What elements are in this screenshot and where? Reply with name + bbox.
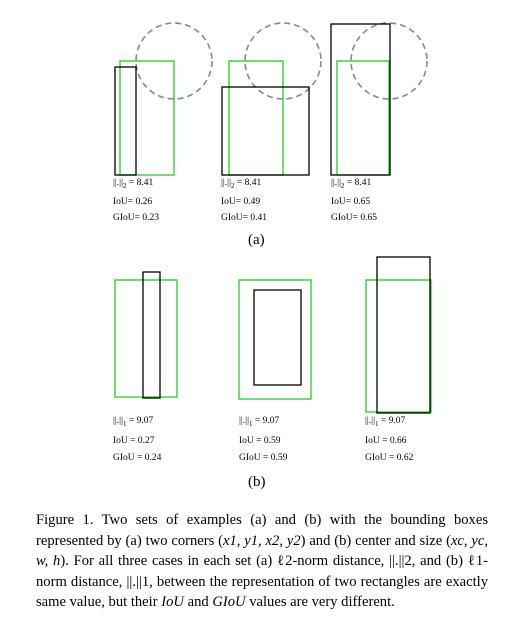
norm-value: ||.||2 = 8.41 [113, 178, 154, 190]
figure-caption: Figure 1. Two sets of examples (a) and (… [36, 510, 488, 613]
panel-a-case-1 [114, 22, 213, 176]
giou-value: GIoU = 0.24 [113, 452, 162, 463]
caption-text-4: and [183, 594, 213, 610]
giou-value: GIoU = 0.59 [239, 452, 288, 463]
caption-giou: GIoU [212, 594, 246, 610]
caption-corners: x1, y1, x2, y2 [223, 532, 301, 549]
iou-value: IoU = 0.66 [365, 435, 407, 446]
panel-b-case-3-metrics: ||.||1 = 9.07 IoU = 0.66 GIoU = 0.62 [365, 416, 413, 464]
dashed-circle [350, 22, 428, 100]
ground-truth-box [119, 60, 175, 176]
norm-value: ||.||1 = 9.07 [113, 416, 154, 428]
iou-value: IoU= 0.49 [221, 196, 261, 207]
ground-truth-box [114, 279, 178, 398]
caption-text-2: ) and (b) center and size ( [300, 532, 451, 549]
ground-truth-box [336, 60, 390, 176]
dashed-circle [244, 22, 322, 100]
panel-b-case-1 [114, 271, 178, 399]
predicted-box [330, 23, 391, 176]
panel-b-case-3 [365, 256, 432, 414]
caption-text-3: ). For all three cases in each set (a) ℓ… [36, 553, 488, 610]
predicted-box [142, 271, 161, 399]
giou-value: GIoU= 0.41 [221, 212, 267, 223]
panel-b-label: (b) [248, 474, 266, 490]
panel-a-case-1-metrics: ||.||2 = 8.41 IoU= 0.26 GIoU= 0.23 [113, 178, 159, 224]
norm-value: ||.||1 = 9.07 [239, 416, 280, 428]
norm-value: ||.||1 = 9.07 [365, 416, 406, 428]
caption-prefix: Figure 1. [36, 512, 94, 528]
panel-a-case-3 [330, 22, 428, 176]
ground-truth-box [228, 60, 284, 176]
ground-truth-box [238, 279, 312, 400]
panel-a-case-3-metrics: ||.||2 = 8.41 IoU= 0.65 GIoU= 0.65 [331, 178, 377, 224]
panel-a-case-2 [221, 22, 322, 176]
panel-a-case-2-metrics: ||.||2 = 8.41 IoU= 0.49 GIoU= 0.41 [221, 178, 267, 224]
caption-center-size: xc, yc, w, h [36, 532, 488, 570]
iou-value: IoU= 0.26 [113, 196, 153, 207]
dashed-circle [135, 22, 213, 100]
ground-truth-box [365, 279, 432, 413]
predicted-box [114, 66, 137, 176]
giou-value: GIoU= 0.23 [113, 212, 159, 223]
caption-text-5: values are very different. [245, 594, 395, 610]
panel-a-label: (a) [248, 232, 265, 248]
norm-value: ||.||2 = 8.41 [221, 178, 262, 190]
predicted-box [376, 256, 431, 414]
norm-value: ||.||2 = 8.41 [331, 178, 372, 190]
giou-value: GIoU= 0.65 [331, 212, 377, 223]
panel-b-case-1-metrics: ||.||1 = 9.07 IoU = 0.27 GIoU = 0.24 [113, 416, 161, 464]
caption-text-1: Two sets of examples (a) and (b) with th… [36, 512, 489, 549]
iou-value: IoU = 0.59 [239, 435, 281, 446]
caption-iou: IoU [161, 594, 184, 610]
predicted-box [253, 289, 302, 386]
iou-value: IoU= 0.65 [331, 196, 371, 207]
figure-drawing [114, 22, 432, 414]
iou-value: IoU = 0.27 [113, 435, 155, 446]
predicted-box [221, 86, 310, 176]
panel-b-case-2-metrics: ||.||1 = 9.07 IoU = 0.59 GIoU = 0.59 [239, 416, 287, 464]
panel-b-case-2 [238, 279, 312, 400]
giou-value: GIoU = 0.62 [365, 452, 414, 463]
